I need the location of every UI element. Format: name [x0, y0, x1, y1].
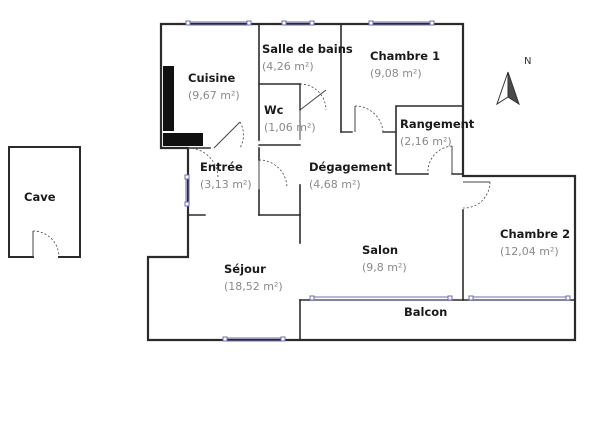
room-rangement-area: (2,16 m²) [400, 135, 452, 148]
door-cuisine [213, 121, 244, 149]
door-rangement [427, 145, 453, 175]
cave-door-gap [34, 255, 58, 259]
room-rangement-name: Rangement [400, 117, 475, 131]
room-salon-name: Salon [362, 243, 398, 257]
room-wc-area: (1,06 m²) [264, 121, 316, 134]
room-labels: Cuisine (9,67 m²) Salle de bains (4,26 m… [24, 42, 570, 319]
room-salon-area: (9,8 m²) [362, 261, 407, 274]
north-arrow-shade-icon [507, 71, 520, 106]
window-entree [184, 174, 190, 207]
room-cuisine-name: Cuisine [188, 71, 236, 85]
room-degagement-name: Dégagement [309, 160, 392, 174]
cave-door-arc [32, 230, 60, 258]
compass-label: N [524, 56, 531, 67]
cave [8, 146, 81, 259]
room-balcon-name: Balcon [404, 305, 447, 319]
room-sejour-area: (18,52 m²) [224, 280, 283, 293]
room-wc-name: Wc [264, 103, 284, 117]
kitchen-counter-icon [163, 66, 174, 131]
door-chambre2 [462, 181, 491, 209]
door-chambre1 [354, 105, 384, 133]
window-bath [281, 20, 315, 26]
door-entree [258, 159, 288, 190]
window-salon [309, 295, 453, 301]
room-bath-area: (4,26 m²) [262, 60, 314, 73]
room-sejour-name: Séjour [224, 262, 266, 276]
door-main [187, 147, 219, 179]
door-wc [299, 83, 327, 140]
room-bath-name: Salle de bains [262, 42, 353, 56]
doors [187, 83, 491, 209]
window-cuisine [185, 20, 252, 26]
room-entree-name: Entrée [200, 160, 243, 174]
windows [184, 20, 571, 342]
room-entree-area: (3,13 m²) [200, 178, 252, 191]
room-chambre2-name: Chambre 2 [500, 227, 570, 241]
room-chambre1-name: Chambre 1 [370, 49, 440, 63]
window-chambre1 [368, 20, 435, 26]
room-cave-name: Cave [24, 190, 56, 204]
room-cuisine-area: (9,67 m²) [188, 89, 240, 102]
compass: N [496, 56, 531, 106]
north-arrow-icon [496, 71, 509, 106]
room-chambre1-area: (9,08 m²) [370, 67, 422, 80]
window-chambre2 [468, 295, 571, 301]
window-sejour [222, 336, 286, 342]
kitchen-counter-bottom-icon [163, 133, 203, 146]
room-degagement-area: (4,68 m²) [309, 178, 361, 191]
room-chambre2-area: (12,04 m²) [500, 245, 559, 258]
wall-rangement [395, 105, 464, 175]
